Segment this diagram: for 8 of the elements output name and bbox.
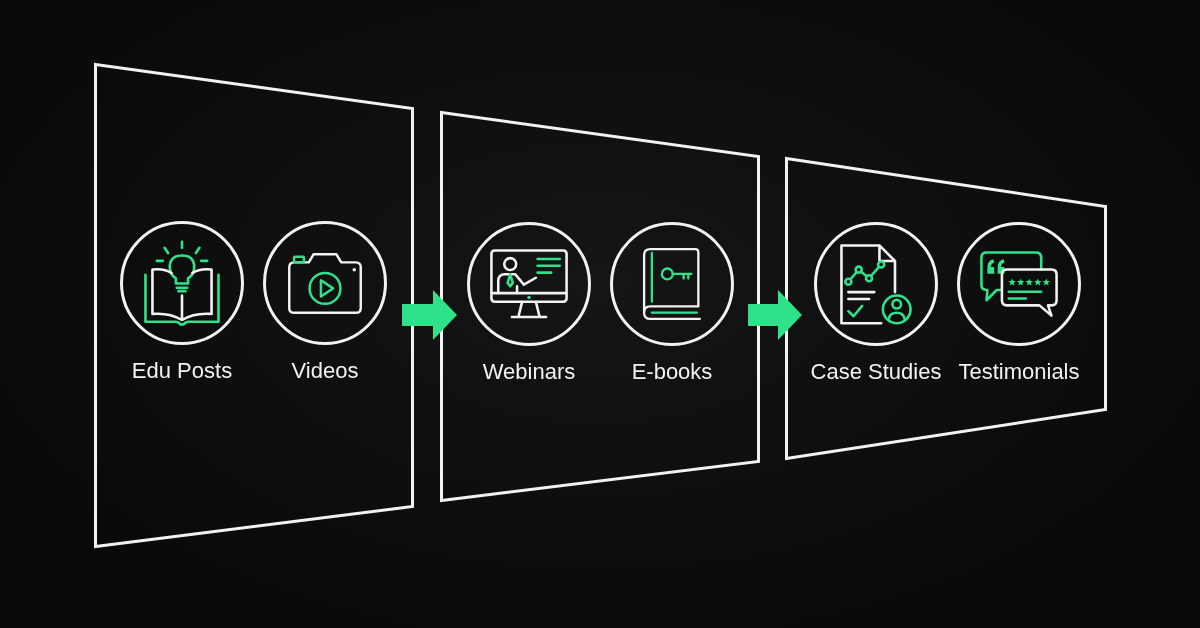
arrow bbox=[402, 290, 457, 340]
item-label: Testimonials bbox=[958, 359, 1080, 385]
item-label: Videos bbox=[291, 358, 359, 384]
item-label: Case Studies bbox=[810, 359, 942, 385]
arrow bbox=[748, 290, 802, 340]
item-label: E-books bbox=[631, 359, 713, 385]
item-label: Webinars bbox=[482, 359, 576, 385]
item-label: Edu Posts bbox=[131, 358, 233, 384]
